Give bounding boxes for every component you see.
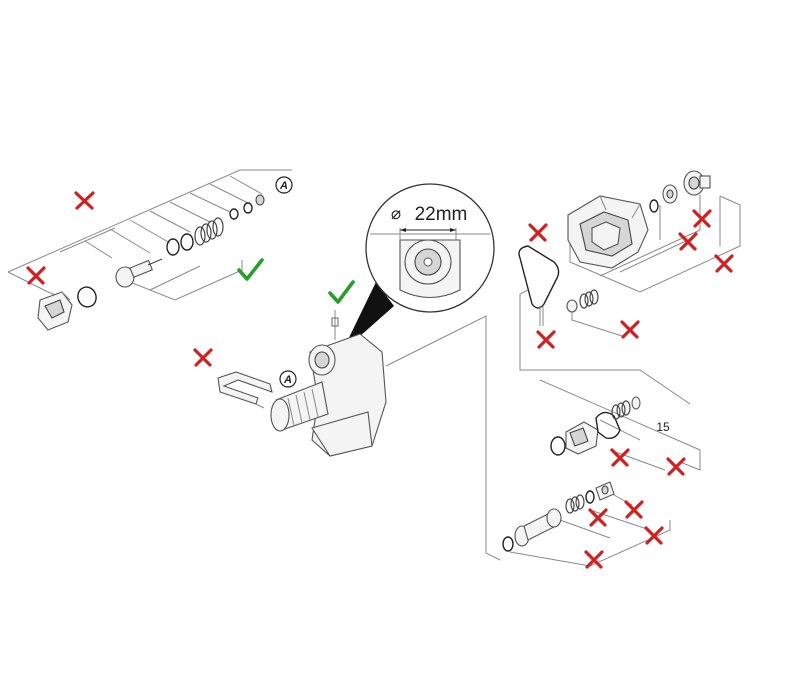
cross-icon-gasket-pin	[536, 330, 556, 349]
pump-head-fitting-2	[683, 170, 711, 196]
valve-stem-part	[115, 258, 163, 288]
valve-o-ring-2	[166, 238, 180, 256]
a-marker-top-label: A	[279, 180, 288, 192]
right-frame-leader	[519, 289, 691, 405]
cross-icon-inlet-valve-cap	[588, 508, 608, 527]
outlet-valve-o-ring	[550, 436, 566, 456]
a-marker-body-label: A	[283, 374, 292, 386]
check-icon-main-body	[328, 280, 355, 304]
outlet-valve-group: 15	[539, 379, 701, 476]
cross-icon-valve-cap	[26, 266, 46, 285]
cross-icon-retaining-clip	[193, 348, 213, 367]
a-marker-body: A	[279, 370, 297, 388]
cross-icon-pump-housing	[714, 254, 734, 273]
retaining-clip-part	[217, 371, 273, 409]
valve-washer-1	[229, 208, 239, 220]
pump-head-leaders	[569, 195, 741, 293]
main-body-group: A	[193, 280, 501, 561]
valve-washer-2	[243, 202, 253, 214]
valve-cap-part	[37, 291, 73, 331]
cross-icon-inlet-valve-seat	[644, 526, 664, 545]
cross-icon-outlet-valve-body	[610, 448, 630, 467]
cross-icon-inlet-valve-spring	[624, 500, 644, 519]
triangle-gasket	[518, 245, 560, 309]
cross-icon-pump-fitting-1	[692, 209, 712, 228]
cross-icon-gasket	[528, 223, 548, 242]
inlet-valve-stem	[514, 508, 562, 547]
body-to-right-leader	[385, 315, 501, 561]
valve-o-ring-3	[180, 233, 194, 251]
check-icon-valve-assembly	[237, 258, 264, 281]
cross-icon-outlet-valve-spring	[666, 457, 686, 476]
callout-pointer	[342, 282, 394, 352]
pump-head-o-ring	[649, 199, 659, 213]
a-marker-top: A	[275, 176, 293, 194]
inlet-valve-cap	[595, 481, 615, 501]
gasket-group	[518, 223, 691, 405]
valve-o-ring-1	[77, 286, 97, 308]
valve-assembly-group: A	[7, 169, 293, 331]
main-valve-body	[270, 333, 387, 457]
inlet-valve-o-ring	[502, 536, 514, 552]
inlet-valve-group	[502, 481, 671, 569]
dimension-callout: ⌀ 22mm	[342, 183, 495, 352]
callout-dimension-value: 22mm	[415, 204, 468, 225]
threaded-outlet	[270, 381, 329, 432]
inlet-valve-spring	[565, 490, 595, 514]
cross-icon-pump-fitting-2	[678, 232, 698, 251]
item-number-label: 15	[656, 420, 670, 434]
valve-spring-part	[194, 217, 224, 246]
outlet-valve-body	[565, 421, 599, 455]
small-spring-assembly	[566, 289, 623, 337]
cross-icon-small-spring	[620, 320, 640, 339]
valve-assembly-leaders	[7, 169, 292, 301]
cross-icon-inlet-valve-stem	[584, 550, 604, 569]
pump-head-fitting-1	[662, 184, 678, 204]
callout-part-view	[370, 228, 490, 298]
pump-head-housing	[567, 195, 649, 269]
callout-diameter-symbol: ⌀	[391, 204, 401, 223]
pump-head-group	[567, 170, 741, 293]
outlet-valve-spring	[611, 396, 641, 420]
outlet-valve-gasket	[595, 411, 621, 440]
cross-icon-valve-assembly	[74, 191, 95, 210]
valve-washer-3	[255, 194, 265, 206]
